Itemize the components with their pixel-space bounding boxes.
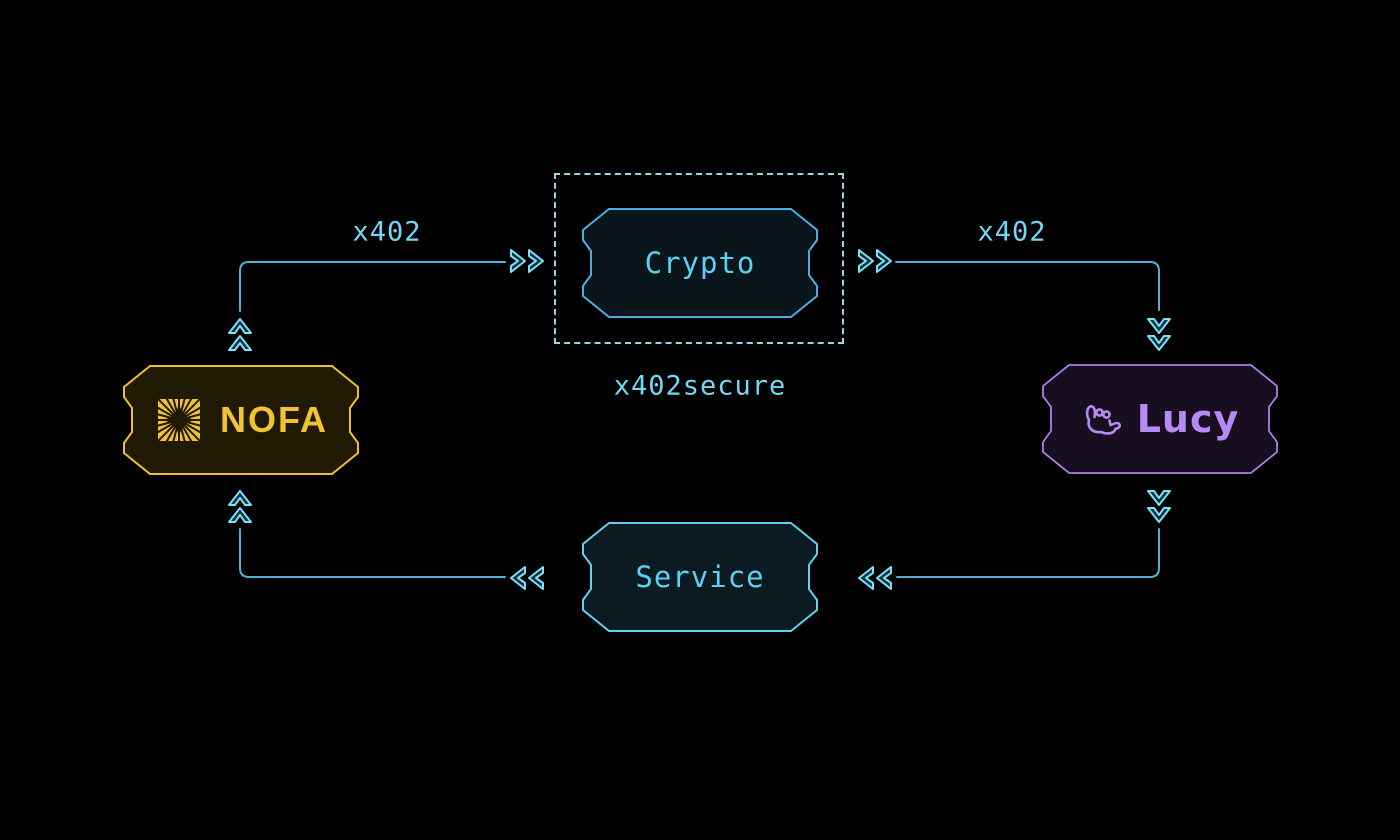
chevron-up-icon xyxy=(228,335,252,351)
edge-nofa-to-crypto xyxy=(239,261,506,312)
chevron-down-icon xyxy=(1147,490,1171,506)
chevron-right-icon xyxy=(876,249,892,273)
edge-crypto-to-lucy xyxy=(895,261,1160,311)
chevron-down-icon xyxy=(1147,507,1171,523)
chevron-down-icon xyxy=(1147,318,1171,334)
edge-service-to-nofa xyxy=(239,528,506,578)
x402secure-boundary xyxy=(554,173,844,344)
chevron-left-icon xyxy=(528,566,544,590)
edge-crypto-to-lucy-chevrons xyxy=(858,249,1171,351)
ticket-shape xyxy=(1042,364,1278,474)
chevron-right-icon xyxy=(528,249,544,273)
edge-lucy-to-service xyxy=(896,528,1160,578)
chevron-left-icon xyxy=(876,566,892,590)
chevron-right-icon xyxy=(858,249,874,273)
chevron-left-icon xyxy=(858,566,874,590)
sunburst-icon xyxy=(153,395,204,445)
edge-label-nofa-crypto: x402 xyxy=(352,216,422,248)
node-service: Service xyxy=(582,522,818,632)
node-service-label: Service xyxy=(635,560,765,594)
edge-service-to-nofa-chevrons xyxy=(228,490,544,590)
node-lucy-label: Lucy xyxy=(1136,397,1240,441)
ticket-shape xyxy=(582,208,818,318)
node-nofa-label: NOFA xyxy=(219,399,328,440)
ticket-shape xyxy=(123,365,359,475)
edge-label-crypto-lucy: x402 xyxy=(977,216,1047,248)
node-crypto-label: Crypto xyxy=(644,246,756,280)
chevron-up-icon xyxy=(228,490,252,506)
node-crypto: Crypto xyxy=(582,208,818,318)
edge-lucy-to-service-chevrons xyxy=(858,490,1171,590)
shaka-hand-icon xyxy=(1081,400,1125,438)
chevron-left-icon xyxy=(510,566,526,590)
chevron-up-icon xyxy=(228,507,252,523)
node-lucy: Lucy xyxy=(1042,364,1278,474)
edge-nofa-to-crypto-chevrons xyxy=(228,249,544,351)
node-nofa: NOFA xyxy=(123,365,359,475)
chevron-down-icon xyxy=(1147,335,1171,351)
chevron-right-icon xyxy=(510,249,526,273)
x402secure-label: x402secure xyxy=(613,370,787,402)
ticket-shape xyxy=(582,522,818,632)
chevron-up-icon xyxy=(228,318,252,334)
